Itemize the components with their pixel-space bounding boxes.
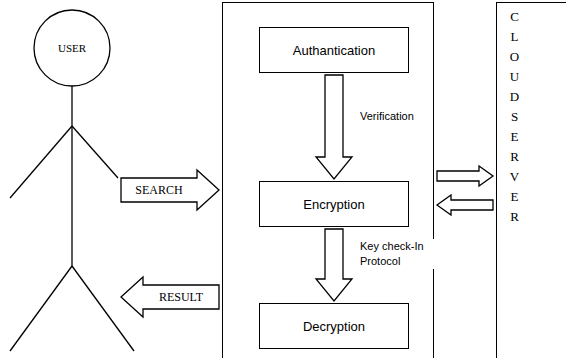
process-box: Encryption (259, 181, 409, 227)
hollow-arrow (437, 166, 493, 186)
edge-label: SEARCH (135, 184, 182, 196)
hollow-arrow (316, 75, 352, 179)
hollow-arrow (121, 277, 219, 317)
edge-label: RESULT (159, 291, 203, 303)
node-text: USER (26, 42, 118, 54)
actor-limb (10, 126, 72, 198)
stick-figure (26, 8, 118, 353)
edge-label: Verification (360, 109, 414, 124)
node-text: Encryption (303, 197, 364, 212)
user-actor: USER (26, 8, 118, 353)
node-text: Authantication (293, 43, 375, 58)
actor-limb (71, 86, 72, 266)
hollow-arrow (437, 195, 493, 215)
actor-limb (72, 126, 118, 178)
node-text: Decryption (303, 319, 365, 334)
hollow-arrow (316, 229, 352, 301)
process-box: Decryption (259, 303, 409, 349)
system-box: AuthanticationEncryptionDecryption (222, 2, 434, 358)
node-text: CLOUD SERVER (508, 7, 521, 227)
actor-limb (72, 266, 134, 351)
cloud-server-box: CLOUD SERVER (496, 2, 566, 358)
process-box: Authantication (259, 27, 409, 73)
actor-limb (10, 266, 72, 351)
hollow-arrow (121, 170, 219, 210)
edge-label: Key check-In Protocol (360, 239, 434, 269)
